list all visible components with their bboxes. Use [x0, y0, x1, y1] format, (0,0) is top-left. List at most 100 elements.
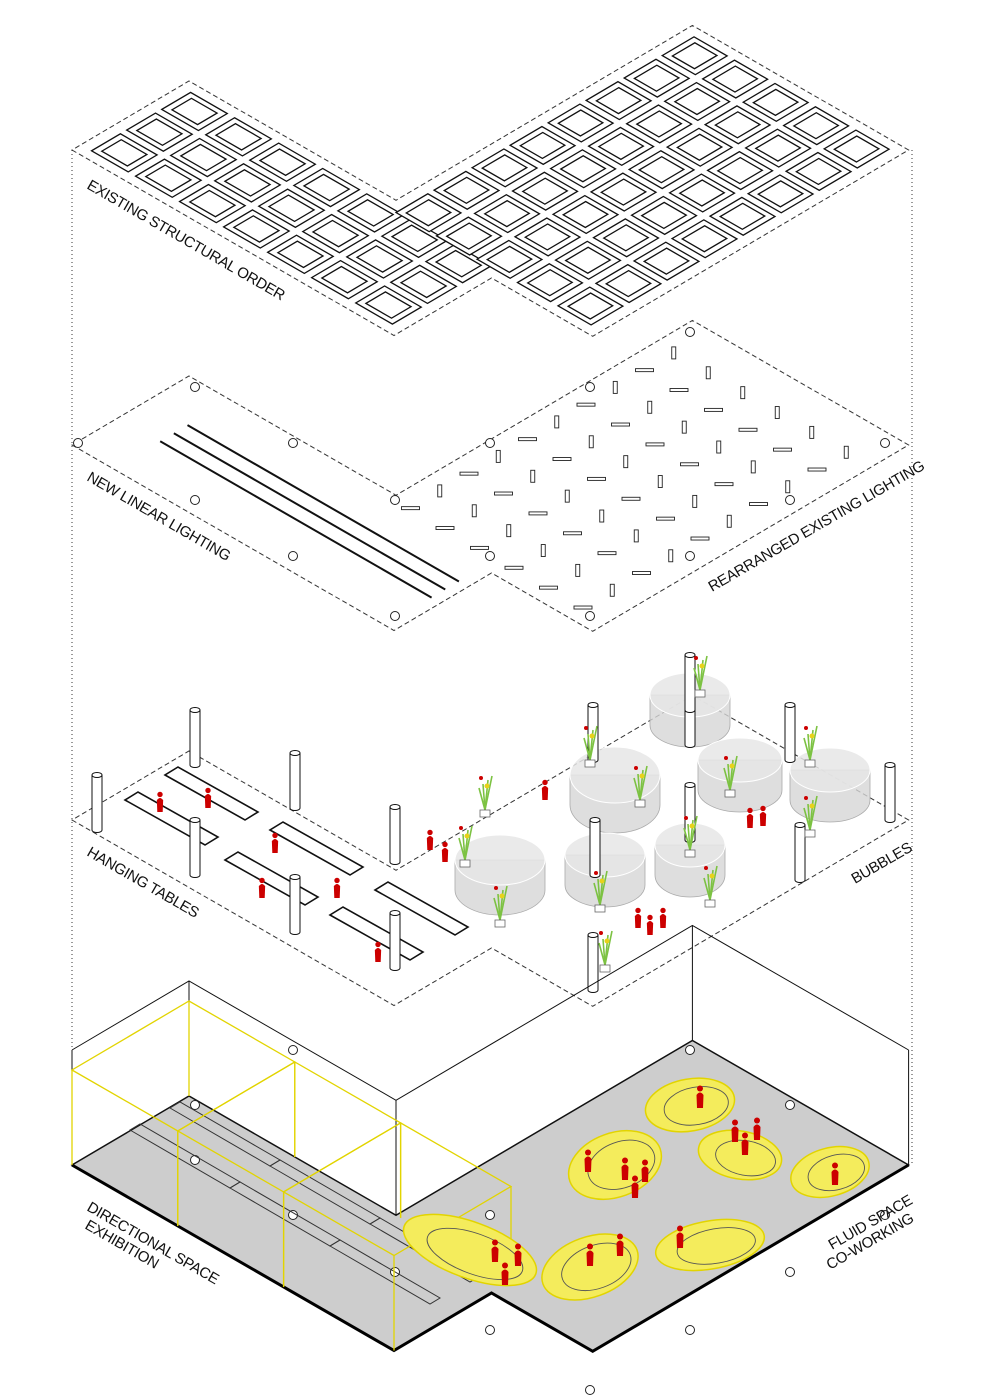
- plant-stem: [809, 795, 818, 831]
- grid-coffer: [711, 65, 759, 93]
- plant-stem: [689, 815, 698, 851]
- column-position-marker: [685, 551, 695, 561]
- grid-coffer: [258, 148, 307, 177]
- grid-coffer: [633, 64, 681, 92]
- grid-coffer: [757, 180, 805, 208]
- existing-light-fixture: [575, 563, 581, 577]
- hanging-table: [223, 851, 320, 906]
- column-position-marker: [190, 1100, 200, 1110]
- existing-light-fixture: [621, 496, 641, 501]
- grid-coffer: [100, 138, 149, 167]
- plant-stem: [709, 865, 718, 901]
- plant-pot: [704, 899, 716, 908]
- furniture-outline: [71, 694, 910, 1007]
- person-head-icon: [742, 1132, 748, 1139]
- person-icon: [501, 1269, 509, 1285]
- existing-light-fixture: [632, 571, 651, 575]
- linear-light: [173, 432, 446, 591]
- person-icon: [374, 948, 382, 962]
- column-position-marker: [785, 495, 795, 505]
- existing-light-fixture: [554, 415, 560, 429]
- grid-coffer: [390, 224, 439, 253]
- grid-coffer: [595, 86, 643, 115]
- existing-light-fixture: [552, 457, 572, 461]
- column-top: [784, 702, 796, 708]
- column-position-marker: [685, 1325, 695, 1335]
- column: [589, 820, 601, 878]
- label-hanging-tables: HANGING TABLES: [84, 844, 202, 922]
- plant-flower: [709, 873, 715, 879]
- existing-light-fixture: [680, 462, 699, 467]
- column-position-marker: [190, 495, 200, 505]
- lighting-outline: [71, 319, 910, 632]
- bubble-pod-top: [564, 832, 646, 878]
- person-icon: [753, 1124, 761, 1140]
- grid-coffer: [355, 245, 404, 273]
- column-position-marker: [390, 495, 400, 505]
- plant-stem: [589, 725, 598, 761]
- column-position-marker: [485, 551, 495, 561]
- existing-light-fixture: [704, 407, 723, 412]
- grid-coffer: [404, 198, 453, 227]
- plant-flower: [639, 773, 645, 779]
- grid-coffer: [320, 265, 369, 294]
- person-icon: [696, 1092, 704, 1108]
- column-top: [389, 910, 401, 916]
- plant-flower: [499, 893, 505, 899]
- person-head-icon: [632, 1175, 638, 1182]
- grid-coffer: [232, 215, 281, 243]
- grid-coffer: [676, 133, 724, 161]
- existing-light-fixture: [633, 529, 639, 543]
- plant-flower: [729, 763, 735, 769]
- bubble-pod-top: [697, 737, 783, 783]
- person-icon: [586, 1250, 594, 1266]
- hanging-table: [268, 821, 365, 876]
- column-position-marker: [190, 1155, 200, 1165]
- person-head-icon: [732, 1119, 738, 1126]
- plant-flower: [809, 733, 815, 739]
- person-icon: [676, 1232, 684, 1248]
- plant-stem: [809, 725, 818, 761]
- existing-light-fixture: [705, 366, 711, 380]
- person-head-icon: [205, 787, 211, 794]
- grid-coffer: [678, 179, 726, 207]
- grid-coffer: [399, 270, 448, 299]
- existing-light-fixture: [459, 471, 479, 476]
- existing-light-fixture: [540, 544, 546, 557]
- column: [794, 825, 806, 883]
- existing-light-fixture: [609, 583, 615, 597]
- plant-flower: [604, 938, 610, 944]
- projection-guides: [71, 150, 913, 1165]
- person-icon: [659, 914, 667, 928]
- grid-coffer: [795, 157, 843, 186]
- column-top: [289, 874, 301, 880]
- column-top: [189, 817, 201, 823]
- person-head-icon: [747, 807, 753, 814]
- existing-light-fixture: [843, 445, 849, 459]
- column: [189, 710, 201, 768]
- existing-light-fixture: [635, 368, 654, 373]
- person-icon: [271, 839, 279, 853]
- column: [189, 820, 201, 878]
- plant-pot: [584, 759, 596, 768]
- plant-stem: [484, 775, 493, 811]
- plant-stem: [499, 885, 508, 921]
- person-head-icon: [585, 1149, 591, 1156]
- column-position-marker: [390, 611, 400, 621]
- plant-flower: [584, 726, 588, 730]
- column: [389, 807, 401, 865]
- bubble-pod-top: [454, 834, 546, 886]
- grid-coffer: [716, 156, 764, 185]
- grid-coffer: [833, 135, 881, 163]
- person-icon: [426, 836, 434, 850]
- existing-light-fixture: [518, 437, 537, 442]
- plant-stem: [464, 825, 473, 861]
- grid-coffer: [188, 189, 237, 218]
- grid-coffer: [792, 111, 840, 140]
- existing-light-fixture: [690, 536, 710, 541]
- person-head-icon: [677, 1225, 683, 1232]
- grid-coffer: [604, 269, 652, 298]
- plant-flower: [599, 878, 605, 884]
- person-head-icon: [272, 832, 278, 839]
